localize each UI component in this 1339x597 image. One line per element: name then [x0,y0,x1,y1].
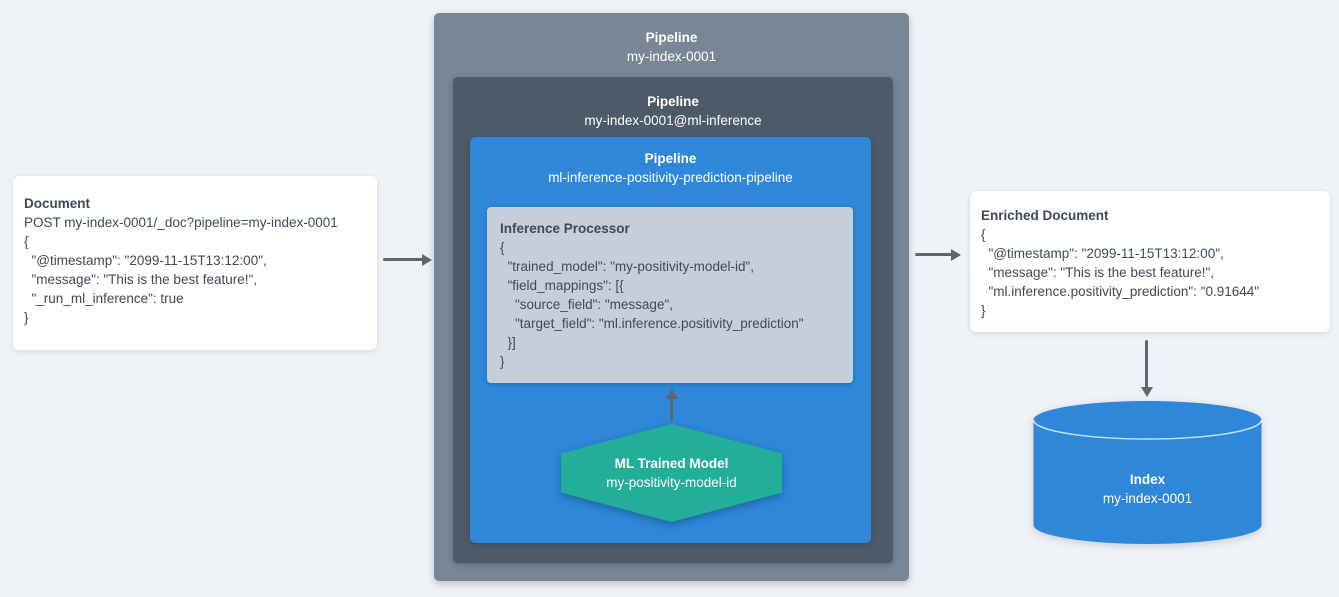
index-title: Index [1129,472,1166,487]
pipeline-mid-header: Pipeline my-index-0001@ml-inference [453,92,893,130]
index-cylinder: Index my-index-0001 [1032,400,1263,545]
processor-code-line: "target_field": "ml.inference.positivity… [500,316,804,331]
pipeline-box-ml-inference: Pipeline my-index-0001@ml-inference Pipe… [453,77,893,563]
processor-code-line: "trained_model": "my-positivity-model-id… [500,259,755,274]
processor-code-line: "field_mappings": [{ [500,278,624,293]
enriched-code-line: "message": "This is the best feature!", [981,265,1215,280]
hexagon-shape: ML Trained Model my-positivity-model-id [561,424,782,522]
inference-processor-box: Inference Processor { "trained_model": "… [487,207,853,383]
ml-model-name: my-positivity-model-id [606,475,737,490]
document-code-line: "_run_ml_inference": true [24,291,184,306]
ml-trained-model-hexagon: ML Trained Model my-positivity-model-id [561,424,782,522]
enriched-card-title: Enriched Document [981,208,1109,223]
index-label-group: Index my-index-0001 [1033,470,1262,508]
pipeline-blue-label: Pipeline [644,151,697,166]
inference-processor-title: Inference Processor [500,221,630,236]
document-code-line: { [24,234,29,249]
pipeline-outer-header: Pipeline my-index-0001 [434,28,909,66]
pipeline-mid-label: Pipeline [647,94,699,109]
document-code-line: } [24,310,29,325]
pipeline-box-outer: Pipeline my-index-0001 Pipeline my-index… [434,13,909,581]
enriched-code-line: { [981,227,986,242]
pipeline-outer-label: Pipeline [645,30,698,45]
pipeline-blue-name: ml-inference-positivity-prediction-pipel… [548,170,793,185]
cylinder-shape [1032,401,1263,544]
processor-code-line: } [500,354,505,369]
enriched-document-card: Enriched Document { "@timestamp": "2099-… [970,191,1330,332]
enriched-code-line: } [981,303,986,318]
pipeline-box-positivity-prediction: Pipeline ml-inference-positivity-predict… [470,137,871,543]
enriched-code-line: "@timestamp": "2099-11-15T13:12:00", [981,246,1224,261]
processor-code-line: { [500,240,505,255]
ml-model-title: ML Trained Model [614,456,729,471]
enriched-code-line: "ml.inference.positivity_prediction": "0… [981,284,1260,299]
processor-code-line: }] [500,335,516,350]
pipeline-mid-name: my-index-0001@ml-inference [584,113,762,128]
processor-code-line: "source_field": "message", [500,297,673,312]
index-name: my-index-0001 [1102,491,1193,506]
document-code-line: "message": "This is the best feature!", [24,272,258,287]
document-code-line: "@timestamp": "2099-11-15T13:12:00", [24,253,267,268]
document-card: Document POST my-index-0001/_doc?pipelin… [13,176,377,350]
document-card-title: Document [24,196,91,211]
document-code-line: POST my-index-0001/_doc?pipeline=my-inde… [24,215,338,230]
pipeline-outer-name: my-index-0001 [626,49,717,64]
pipeline-blue-header: Pipeline ml-inference-positivity-predict… [470,149,871,187]
